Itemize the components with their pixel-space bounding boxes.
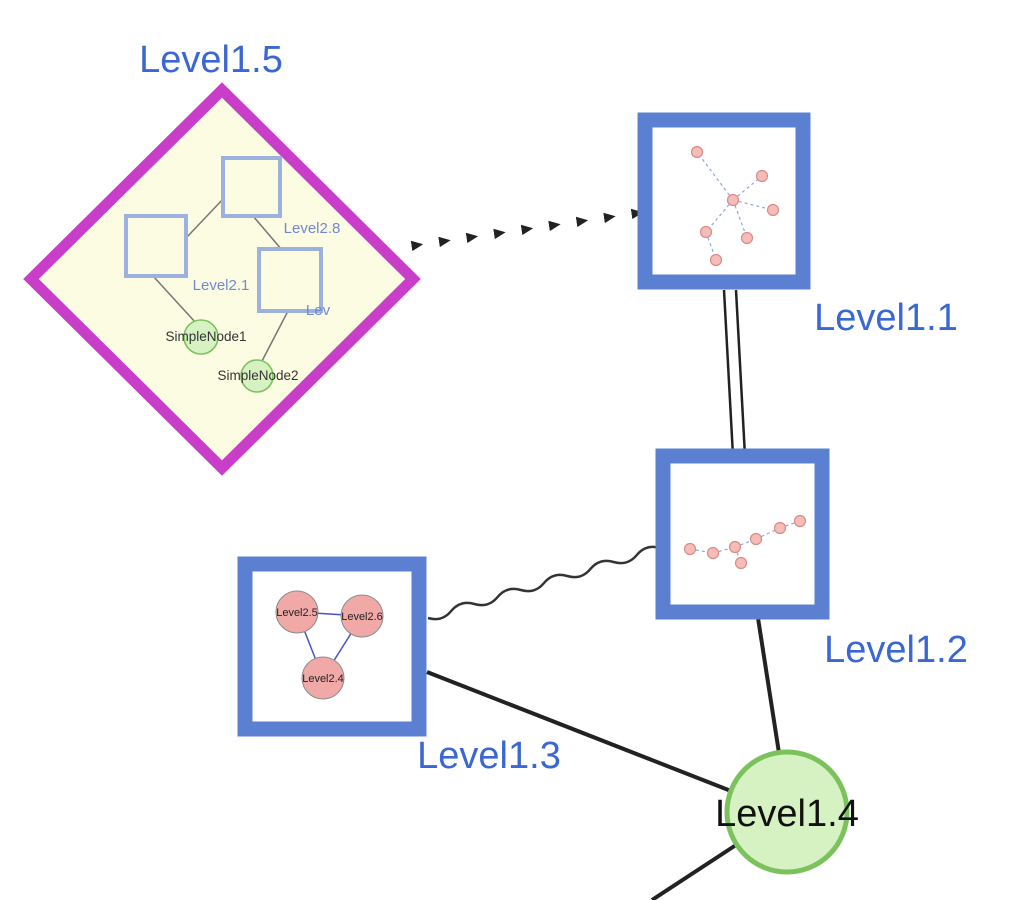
mini-node[interactable] xyxy=(728,540,742,554)
mini-graph-level1-3: Level2.5 Level2.6 Level2.4 xyxy=(275,590,384,700)
node-level2-5[interactable] xyxy=(275,590,319,634)
mini-node[interactable] xyxy=(740,231,754,245)
node-simple-node-1[interactable] xyxy=(183,319,219,355)
mini-edge xyxy=(732,175,763,201)
label-level2-5: Level2.5 xyxy=(276,607,318,619)
mini-node[interactable] xyxy=(773,521,787,535)
node-level1-2[interactable] xyxy=(655,448,830,620)
mini-node[interactable] xyxy=(726,193,740,207)
inner-edge-1[interactable] xyxy=(186,197,225,238)
node-level1-3-shape[interactable] xyxy=(237,556,427,737)
mini-node[interactable] xyxy=(690,145,704,159)
label-simple-node-2: SimpleNode2 xyxy=(217,368,298,383)
mini-node[interactable] xyxy=(734,556,748,570)
node-level1-2-shape[interactable] xyxy=(655,448,830,620)
node-level1-1[interactable] xyxy=(637,112,811,290)
edge-level1-2-to-level1-4[interactable] xyxy=(756,617,781,754)
label-level2-1: Level2.1 xyxy=(193,277,250,294)
label-level2-4: Level2.4 xyxy=(302,673,344,685)
mini-graph-level1-2 xyxy=(683,514,807,570)
mini-node[interactable] xyxy=(699,225,713,239)
inner-edge-3[interactable] xyxy=(152,275,197,324)
label-level2-6: Level2.6 xyxy=(341,611,383,623)
mini-node[interactable] xyxy=(749,532,763,546)
mini-edge xyxy=(732,199,748,239)
mini-edge xyxy=(696,151,734,201)
inner-edge-2[interactable] xyxy=(252,215,283,251)
double-edge-line-2 xyxy=(734,289,747,457)
mini-edge xyxy=(732,199,774,211)
label-level2-trunc: Lev xyxy=(306,302,331,319)
node-level1-1-shape[interactable] xyxy=(637,112,811,290)
label-level1-4: Level1.4 xyxy=(715,793,859,835)
edge-level1-3-to-level1-2-wavy[interactable] xyxy=(427,545,661,621)
edge-level1-1-to-level1-2[interactable] xyxy=(722,289,747,457)
mini-node[interactable] xyxy=(683,542,697,556)
label-level1-3: Level1.3 xyxy=(417,735,561,777)
edge-level1-3-to-level1-4[interactable] xyxy=(426,670,732,793)
node-level1-4[interactable]: Level1.4 xyxy=(715,749,859,875)
edge-level1-4-down[interactable] xyxy=(650,843,738,900)
node-level2-8[interactable] xyxy=(221,156,282,218)
mini-node[interactable] xyxy=(755,169,769,183)
inner-edge-4[interactable] xyxy=(261,310,289,362)
node-level2-6[interactable] xyxy=(340,594,384,638)
label-level1-1: Level1.1 xyxy=(814,297,958,339)
mini-edge xyxy=(705,199,734,233)
node-level1-4-shape[interactable] xyxy=(724,749,850,875)
mini-graph-level1-1 xyxy=(690,145,780,267)
label-level2-8: Level2.8 xyxy=(284,220,341,237)
label-simple-node-1: SimpleNode1 xyxy=(165,329,246,344)
mini-edge xyxy=(755,527,781,540)
label-level1-5: Level1.5 xyxy=(139,39,283,81)
node-level1-5-group[interactable]: Level2.8 Level2.1 Lev SimpleNode1 Simple… xyxy=(23,82,421,476)
mini-node[interactable] xyxy=(766,203,780,217)
node-simple-node-2[interactable] xyxy=(240,359,274,393)
label-level1-2: Level1.2 xyxy=(824,629,968,671)
diamond-shape[interactable] xyxy=(23,82,421,476)
node-level2-1[interactable] xyxy=(124,214,188,278)
node-level1-3[interactable]: Level2.5 Level2.6 Level2.4 xyxy=(237,556,427,737)
node-level2-trunc[interactable] xyxy=(257,247,323,313)
mini-node[interactable] xyxy=(709,253,723,267)
double-edge-line-1 xyxy=(722,289,735,457)
edge-level1-5-to-level1-1-arrow[interactable] xyxy=(410,208,644,252)
mini-node[interactable] xyxy=(706,546,720,560)
mini-node[interactable] xyxy=(793,514,807,528)
node-level2-4[interactable] xyxy=(301,656,345,700)
